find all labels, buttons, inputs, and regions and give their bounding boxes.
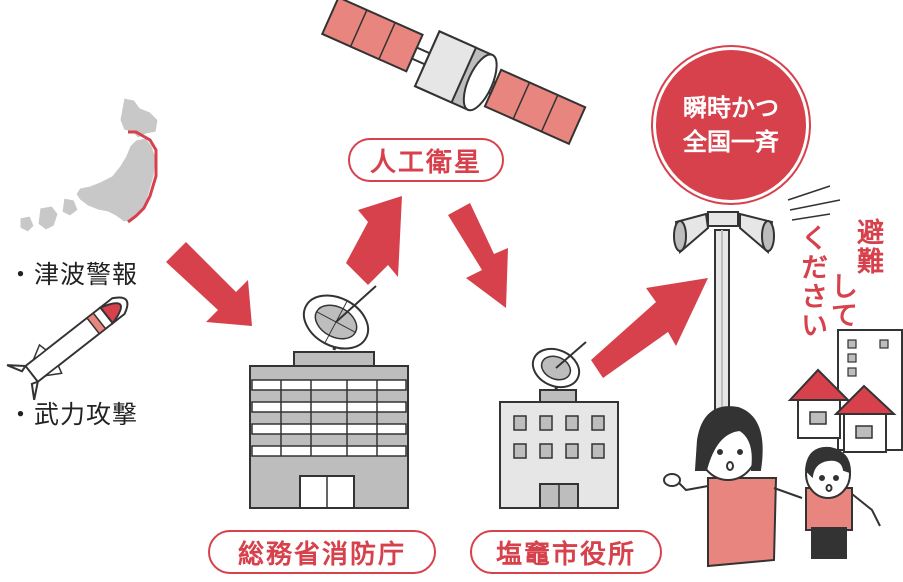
source-item-tsunami: ・津波警報 bbox=[8, 260, 139, 289]
badge-line-2: 全国一斉 bbox=[683, 128, 779, 156]
source-item-armed-attack: ・武力攻撃 bbox=[8, 400, 139, 429]
arrow-satellite-to-city bbox=[448, 203, 508, 308]
house-icon-right bbox=[833, 384, 897, 453]
child-figure-icon bbox=[804, 446, 881, 559]
badge-line-1: 瞬時かつ bbox=[683, 94, 779, 122]
woman-figure-icon bbox=[663, 406, 803, 568]
node-label-city-office: 塩竈市役所 bbox=[470, 530, 662, 574]
japan-pacific-coast-line bbox=[127, 130, 158, 224]
sound-lines bbox=[787, 185, 841, 221]
evacuate-message-col1: 避難 bbox=[852, 218, 883, 276]
evacuate-message-col3: ください bbox=[796, 224, 827, 340]
nationwide-instant-badge: 瞬時かつ 全国一斉 bbox=[656, 50, 806, 200]
evacuate-message-col2: して bbox=[826, 272, 857, 330]
node-label-satellite: 人工衛星 bbox=[348, 138, 504, 182]
arrow-sources-to-fdma bbox=[166, 242, 252, 326]
arrow-city-to-speakers bbox=[591, 278, 708, 378]
house-icon-left bbox=[787, 368, 851, 439]
arrow-fdma-to-satellite bbox=[346, 196, 402, 285]
missile-icon bbox=[6, 296, 129, 401]
japan-map-icon bbox=[19, 97, 159, 233]
satellite-icon bbox=[320, 0, 587, 146]
node-label-fdma: 総務省消防庁 bbox=[208, 530, 436, 574]
city-office-building-icon bbox=[499, 341, 619, 509]
fdma-building-icon bbox=[249, 285, 409, 509]
